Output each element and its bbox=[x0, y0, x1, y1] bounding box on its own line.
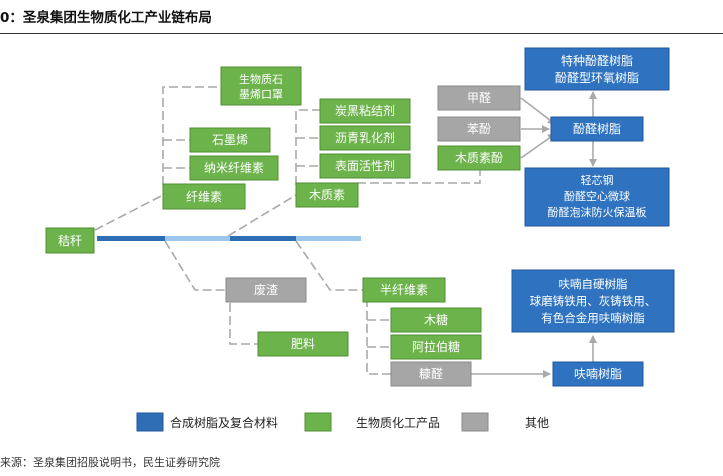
node-carbon-binder-label: 炭黑粘结剂 bbox=[335, 103, 395, 118]
node-graphene-label: 石墨烯 bbox=[212, 133, 248, 147]
node-lignin-phenol[interactable] bbox=[437, 145, 521, 171]
node-xianweisu[interactable] bbox=[162, 183, 246, 210]
node-xianweisu-label: 纤维素 bbox=[186, 190, 222, 204]
figure-title: 0：圣泉集团生物质化工产业链布局 bbox=[0, 10, 212, 26]
node-jiegan[interactable] bbox=[45, 227, 95, 254]
node-nanocellulose-label: 纳米纤维素 bbox=[204, 161, 264, 175]
node-nanocellulose[interactable] bbox=[189, 155, 279, 181]
arrow-connectors bbox=[470, 91, 597, 378]
legend-swatch-biochem bbox=[304, 412, 332, 432]
node-furan-self-hardening-line3: 有色合金用呋喃树脂 bbox=[541, 311, 645, 325]
node-waste-residue[interactable] bbox=[225, 277, 307, 303]
node-graphene[interactable] bbox=[189, 127, 271, 153]
node-hemicellulose[interactable] bbox=[362, 277, 446, 303]
node-phenol-label: 苯酚 bbox=[467, 122, 491, 136]
node-lignin-phenol-label: 木质素酚 bbox=[455, 151, 503, 165]
node-arabinose-label: 阿拉伯糖 bbox=[412, 339, 460, 354]
node-furan-self-hardening-line1: 呋喃自硬树脂 bbox=[559, 277, 628, 291]
node-xylose-label: 木糖 bbox=[424, 312, 448, 327]
node-light-core-steel-line3: 酚醛泡沫防火保温板 bbox=[548, 205, 647, 219]
node-graphene-mask-line2: 墨烯口罩 bbox=[239, 88, 283, 101]
node-light-core-steel[interactable] bbox=[524, 167, 670, 227]
node-furfural-label: 糠醛 bbox=[419, 366, 443, 381]
connector-lines bbox=[94, 86, 481, 375]
legend-label-synthetic: 合成树脂及复合材料 bbox=[170, 415, 278, 430]
node-lignin[interactable] bbox=[295, 182, 359, 208]
node-fertilizer-label: 肥料 bbox=[291, 337, 315, 351]
node-light-core-steel-line1: 轻芯钢 bbox=[581, 173, 614, 187]
node-formaldehyde-label: 甲醛 bbox=[467, 90, 491, 105]
node-furan-self-hardening-line2: 球磨铸铁用、灰铸铁用、 bbox=[530, 294, 657, 308]
node-phenol[interactable] bbox=[437, 116, 521, 142]
main-axis-bar bbox=[97, 236, 361, 241]
node-surfactant-label: 表面活性剂 bbox=[335, 158, 395, 173]
node-furan-self-hardening[interactable] bbox=[511, 269, 675, 333]
node-formaldehyde[interactable] bbox=[437, 85, 521, 111]
title-rule bbox=[0, 33, 723, 34]
node-lignin-label: 木质素 bbox=[309, 188, 345, 202]
source-note: 来源：圣泉集团招股说明书，民生证券研究院 bbox=[0, 456, 220, 469]
node-special-phenolic-line1: 特种酚醛树脂 bbox=[561, 53, 633, 68]
node-graphene-mask-line1: 生物质石 bbox=[239, 72, 283, 86]
node-hemicellulose-label: 半纤维素 bbox=[380, 283, 428, 297]
node-asphalt-emulsifier-label: 沥青乳化剂 bbox=[335, 130, 395, 145]
legend-label-biochem: 生物质化工产品 bbox=[356, 416, 440, 430]
node-arabinose[interactable] bbox=[390, 334, 482, 360]
legend-swatch-synthetic bbox=[136, 412, 164, 432]
node-surfactant[interactable] bbox=[319, 153, 411, 179]
node-special-phenolic-line2: 酚醛型环氧树脂 bbox=[555, 70, 639, 85]
node-waste-residue-label: 废渣 bbox=[254, 282, 278, 297]
node-special-phenolic[interactable] bbox=[524, 47, 670, 91]
legend-swatch-other bbox=[461, 412, 489, 432]
legend: 合成树脂及复合材料 生物质化工产品 其他 bbox=[136, 412, 549, 432]
node-furan-resin-label: 呋喃树脂 bbox=[574, 366, 622, 381]
node-carbon-binder[interactable] bbox=[319, 98, 411, 124]
node-jiegan-label: 秸秆 bbox=[58, 234, 82, 248]
node-furfural[interactable] bbox=[390, 361, 472, 387]
node-phenolic-resin[interactable] bbox=[550, 116, 644, 142]
node-light-core-steel-line2: 酚醛空心微球 bbox=[564, 189, 630, 203]
node-xylose[interactable] bbox=[390, 307, 482, 333]
node-asphalt-emulsifier[interactable] bbox=[319, 125, 411, 151]
node-furan-resin[interactable] bbox=[552, 361, 644, 387]
legend-label-other: 其他 bbox=[525, 416, 549, 430]
node-phenolic-resin-label: 酚醛树脂 bbox=[573, 121, 621, 136]
node-fertilizer[interactable] bbox=[257, 331, 349, 357]
node-graphene-mask[interactable] bbox=[220, 66, 302, 106]
